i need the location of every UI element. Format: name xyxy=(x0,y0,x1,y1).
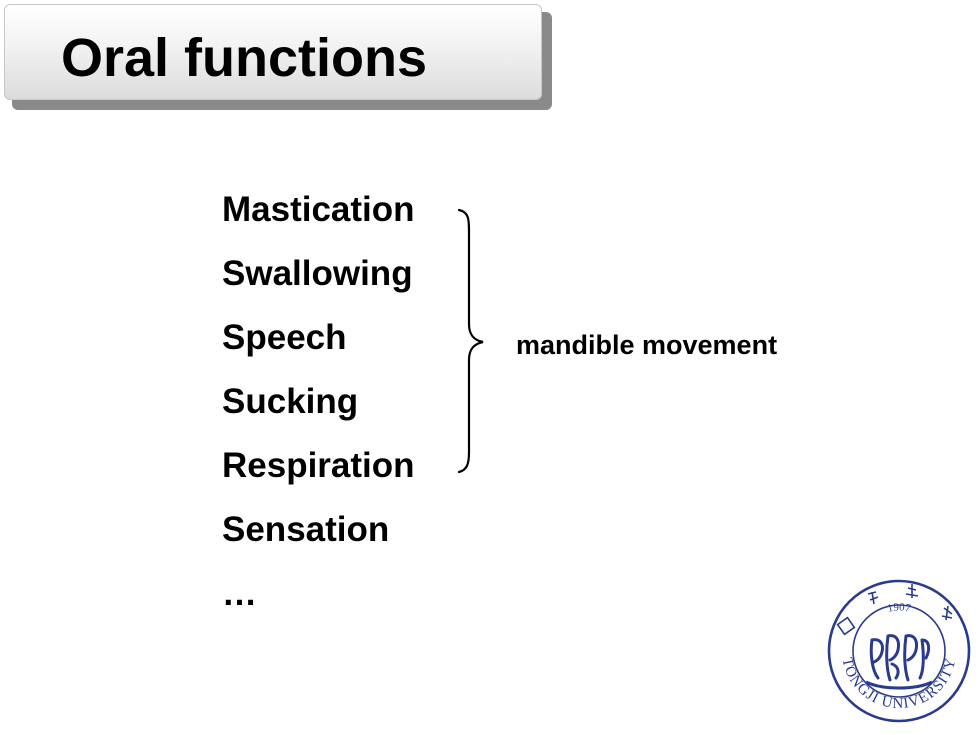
tongji-university-seal-icon: TONGJI UNIVERSITY 1907 xyxy=(827,579,971,723)
function-item: Sucking xyxy=(222,382,359,421)
function-item: Respiration xyxy=(222,446,415,485)
right-brace-icon xyxy=(457,208,484,474)
function-item: Speech xyxy=(222,318,347,357)
slide-title: Oral functions xyxy=(61,28,428,88)
svg-text:TONGJI UNIVERSITY: TONGJI UNIVERSITY xyxy=(838,656,959,712)
mandible-movement-label: mandible movement xyxy=(516,330,778,360)
oral-functions-list: Mastication Swallowing Speech Sucking Re… xyxy=(222,188,415,636)
function-item: Mastication xyxy=(222,190,415,229)
function-item: Swallowing xyxy=(222,254,413,293)
function-item-ellipsis: … xyxy=(222,574,257,613)
function-item: Sensation xyxy=(222,510,390,549)
svg-text:1907: 1907 xyxy=(886,601,912,615)
title-box: Oral functions xyxy=(4,4,542,100)
seal-university-name: TONGJI UNIVERSITY xyxy=(838,656,958,712)
seal-year: 1907 xyxy=(886,601,912,615)
